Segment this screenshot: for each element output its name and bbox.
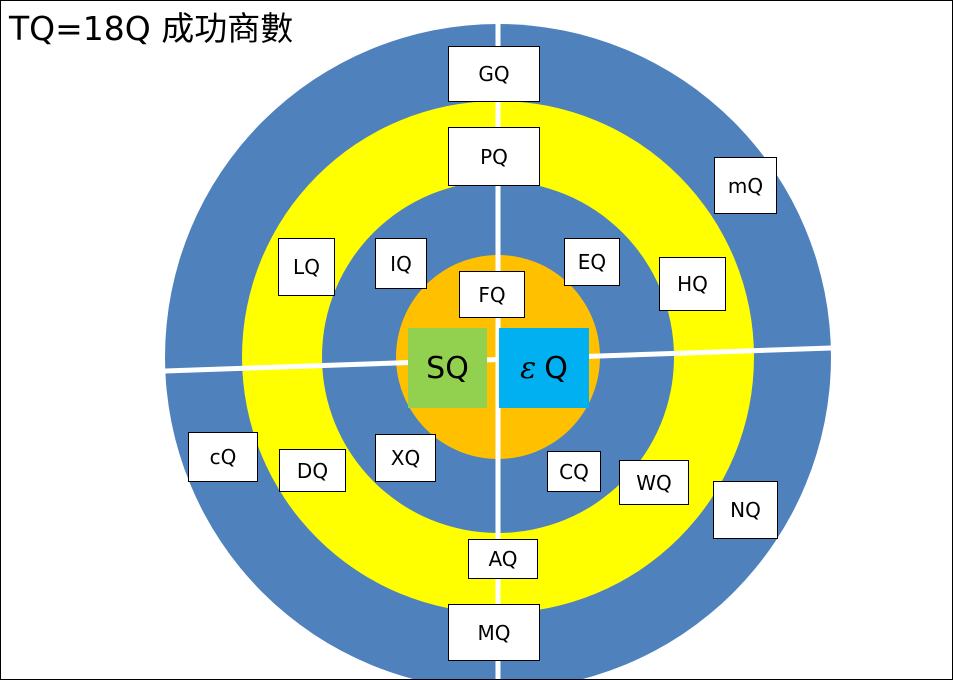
page-title: TQ=18Q 成功商數 — [9, 9, 294, 48]
label-hq: HQ — [659, 257, 726, 311]
label-cq-lower: cQ — [188, 432, 258, 482]
label-eq: EQ — [564, 238, 620, 286]
core-sq: SQ — [408, 328, 487, 408]
label-dq: DQ — [279, 449, 346, 492]
label-lq: LQ — [278, 238, 335, 296]
label-wq: WQ — [619, 460, 689, 505]
label-iq: IQ — [375, 238, 427, 289]
core-q-text: Q — [544, 350, 568, 386]
label-cq: CQ — [547, 451, 601, 492]
label-mq: mQ — [714, 157, 777, 214]
label-nq: NQ — [713, 481, 778, 539]
label-xq: XQ — [375, 434, 436, 482]
epsilon-symbol: ε — [520, 350, 537, 386]
horizontal-divider — [164, 345, 832, 374]
label-pq: PQ — [448, 127, 540, 186]
label-fq: FQ — [459, 271, 525, 318]
label-gq: GQ — [448, 46, 540, 102]
label-mq-bottom: MQ — [448, 604, 540, 661]
label-aq: AQ — [468, 539, 538, 579]
